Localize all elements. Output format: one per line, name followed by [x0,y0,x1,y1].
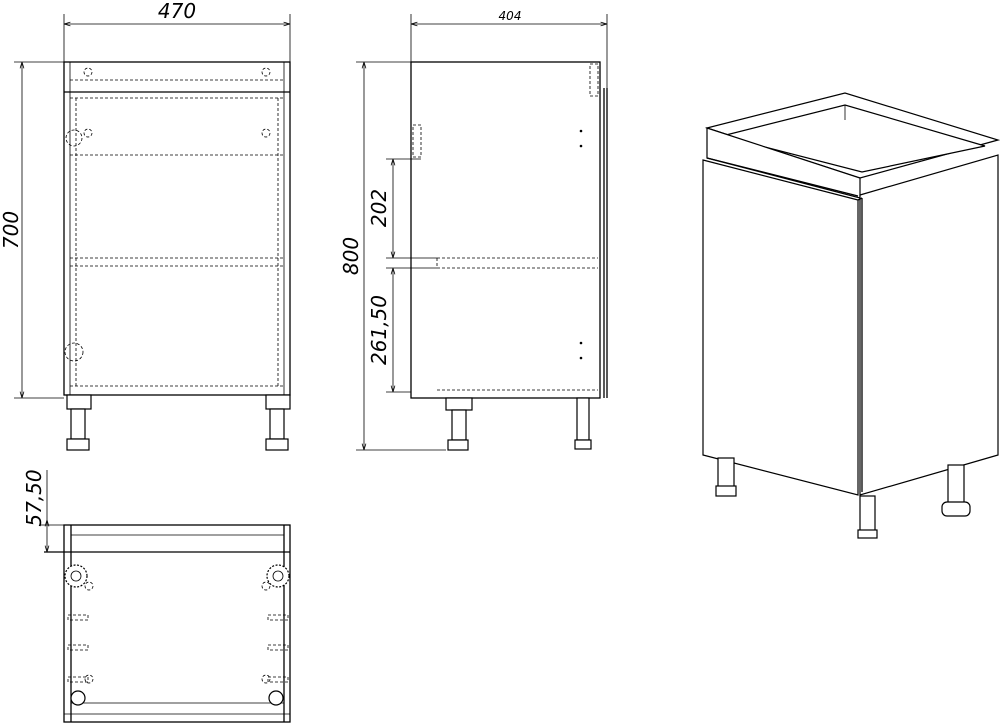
top-view [44,524,291,723]
dimension-front-width: 470 [63,0,291,62]
dim-label-404: 404 [499,9,522,23]
dim-label-700: 700 [0,211,23,249]
dim-label-202: 202 [367,189,391,227]
dim-label-57-50: 57,50 [22,469,46,526]
isometric-view [702,92,1000,539]
dimension-side-depth: 404 [410,9,608,88]
dimension-top-rail-offset: 57,50 [22,469,64,552]
dimension-upper-compartment: 202 [367,158,437,259]
front-view [63,61,291,451]
side-view [410,61,608,451]
dimension-front-height: 700 [0,61,64,399]
dim-label-470: 470 [158,0,196,23]
dimension-lower-compartment: 261,50 [367,267,437,393]
dim-label-261-50: 261,50 [367,295,391,365]
dim-label-800: 800 [339,237,363,275]
dimension-side-height: 800 [339,61,446,451]
